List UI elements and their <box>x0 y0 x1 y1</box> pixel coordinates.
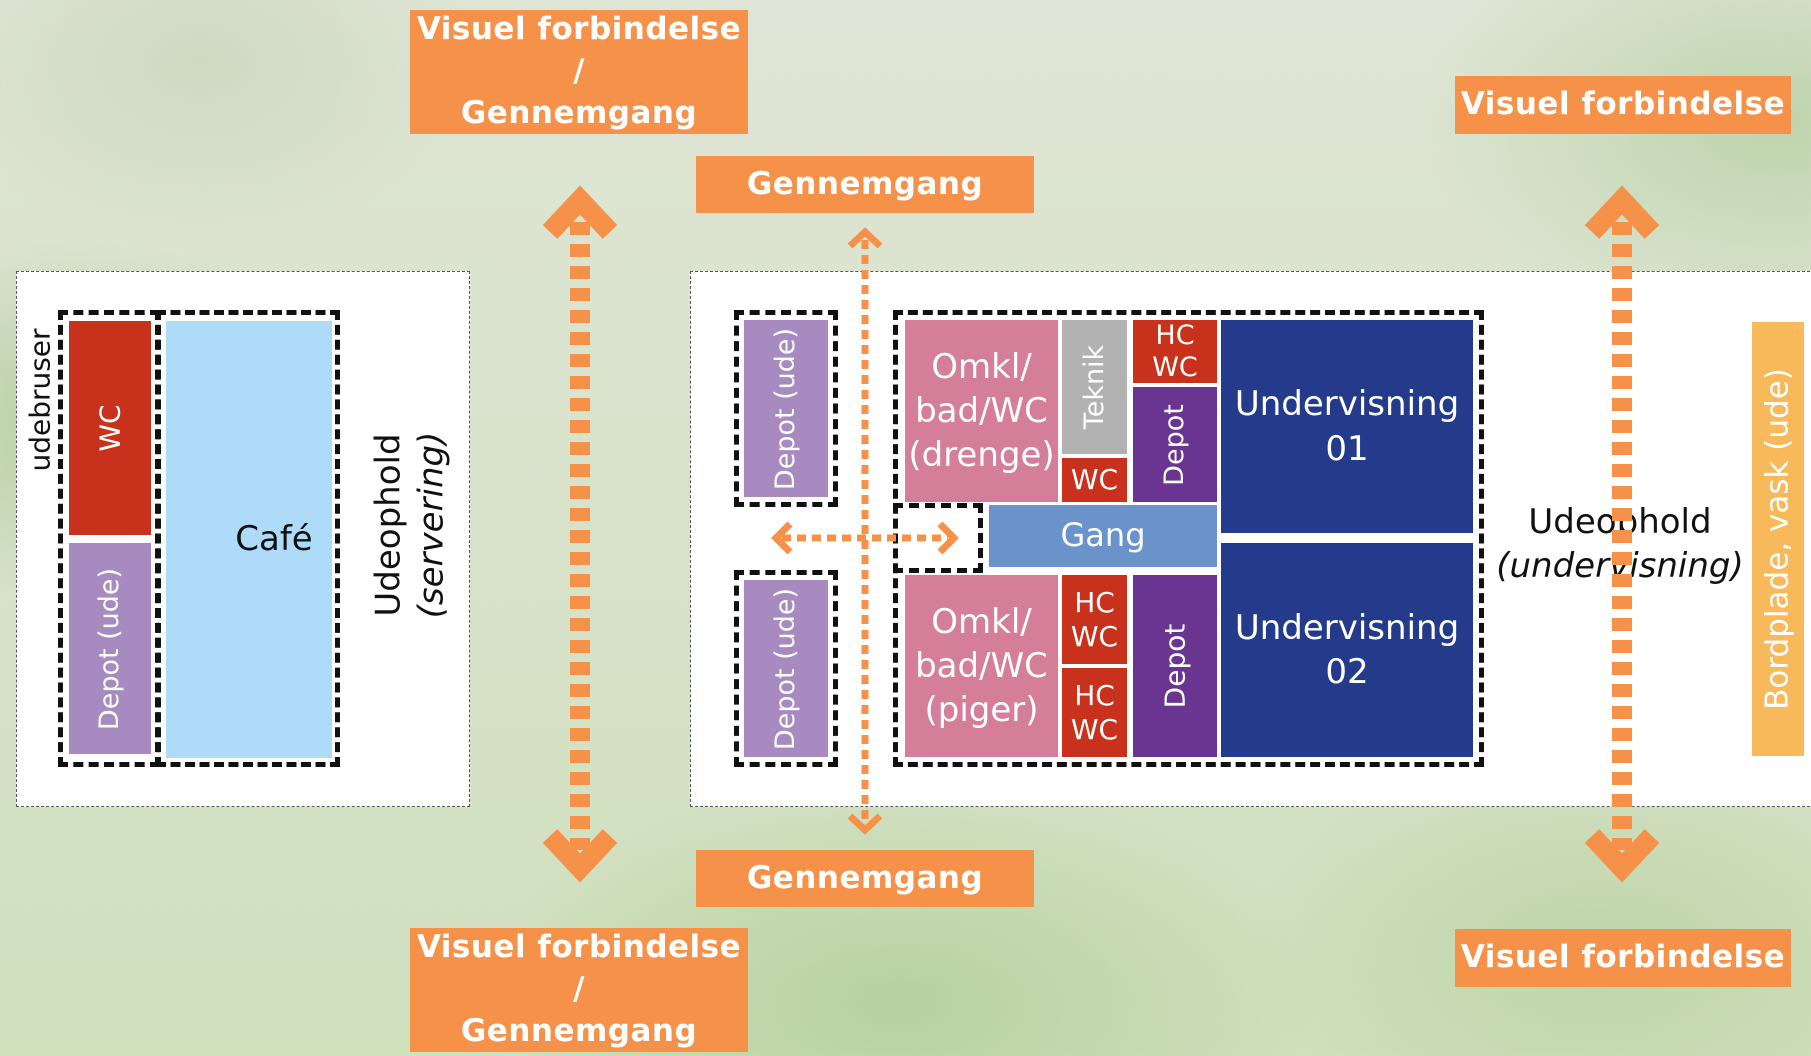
label-bottom-left: Visuel forbindelse / Gennemgang <box>410 928 748 1052</box>
left-vertical-arrow <box>542 185 618 883</box>
wc-small-room: WC <box>1062 458 1127 502</box>
left-depot-room: Depot (ude) <box>69 543 151 754</box>
label-top-left: Visuel forbindelse / Gennemgang <box>410 10 748 134</box>
depot-low-room: Depot <box>1133 575 1217 757</box>
label-bottom-middle: Gennemgang <box>696 850 1034 907</box>
undervisning-02-room: Undervisning 02 <box>1221 543 1473 757</box>
left-wc-room: WC <box>69 321 151 535</box>
hc-wc-a-room: HC WC <box>1062 575 1127 664</box>
depot-top-group <box>734 310 838 507</box>
omkl-drenge-room: Omkl/ bad/WC (drenge) <box>905 320 1058 502</box>
cafe-group <box>156 310 340 767</box>
depot-mid-room: Depot <box>1133 387 1217 502</box>
label-top-middle: Gennemgang <box>696 156 1034 213</box>
label-bottom-right: Visuel forbindelse <box>1455 929 1791 987</box>
gang-connector-group <box>893 503 983 573</box>
gang-room: Gang <box>989 505 1217 567</box>
depot-bottom-room: Depot (ude) <box>744 580 828 757</box>
horizontal-arrow <box>771 521 959 555</box>
depot-top-room: Depot (ude) <box>744 320 828 497</box>
omkl-piger-room: Omkl/ bad/WC (piger) <box>905 575 1058 757</box>
hc-wc-top-room: HC WC <box>1133 320 1217 383</box>
hc-wc-b-room: HC WC <box>1062 668 1127 757</box>
bordplade-room: Bordplade, vask (ude) <box>1752 322 1804 756</box>
cafe-room: Café <box>166 321 332 758</box>
label-top-right: Visuel forbindelse <box>1455 76 1791 134</box>
teknik-room: Teknik <box>1062 320 1127 454</box>
right-vertical-arrow <box>1584 185 1660 883</box>
depot-bottom-group <box>734 570 838 767</box>
undervisning-01-room: Undervisning 01 <box>1221 320 1473 533</box>
middle-vertical-arrow <box>847 227 883 835</box>
